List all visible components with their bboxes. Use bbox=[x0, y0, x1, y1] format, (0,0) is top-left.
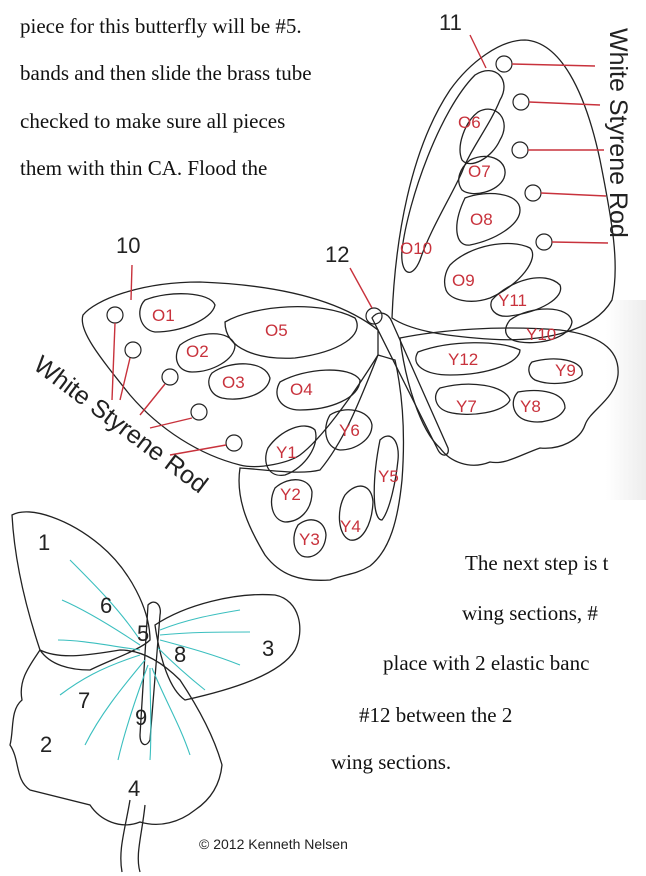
label-y7: Y7 bbox=[456, 397, 477, 416]
label-y4: Y4 bbox=[340, 517, 361, 536]
small-num-2: 2 bbox=[40, 732, 52, 757]
label-y6: Y6 bbox=[339, 421, 360, 440]
small-num-8: 8 bbox=[174, 642, 186, 667]
small-num-4: 4 bbox=[128, 776, 140, 801]
small-num-6: 6 bbox=[100, 593, 112, 618]
small-num-3: 3 bbox=[262, 636, 274, 661]
label-y11: Y11 bbox=[498, 291, 527, 310]
label-o9: O9 bbox=[452, 271, 475, 290]
label-o7: O7 bbox=[468, 162, 491, 181]
rod-label-top-right: White Styrene Rod bbox=[604, 28, 632, 238]
large-butterfly-body bbox=[372, 313, 448, 455]
callout-10: 10 bbox=[116, 233, 140, 258]
label-o3: O3 bbox=[222, 373, 245, 392]
label-o2: O2 bbox=[186, 342, 209, 361]
label-o1: O1 bbox=[152, 306, 175, 325]
small-num-5: 5 bbox=[137, 621, 149, 646]
label-o6: O6 bbox=[458, 113, 481, 132]
rod-label-left: White Styrene Rod bbox=[28, 350, 212, 499]
label-y1: Y1 bbox=[276, 443, 297, 462]
label-y12: Y12 bbox=[448, 350, 478, 369]
label-o10: O10 bbox=[400, 239, 432, 258]
label-y10: Y10 bbox=[526, 325, 556, 344]
small-num-7: 7 bbox=[78, 688, 90, 713]
small-num-1: 1 bbox=[38, 530, 50, 555]
label-o4: O4 bbox=[290, 380, 313, 399]
label-y8: Y8 bbox=[520, 397, 541, 416]
label-o5: O5 bbox=[265, 321, 288, 340]
label-y9: Y9 bbox=[555, 361, 576, 380]
small-num-9: 9 bbox=[135, 705, 147, 730]
callout-11: 11 bbox=[439, 10, 462, 35]
label-y2: Y2 bbox=[280, 485, 301, 504]
copyright-notice: © 2012 Kenneth Nelsen bbox=[199, 836, 348, 852]
label-y3: Y3 bbox=[299, 530, 320, 549]
rod-pointer-lines bbox=[112, 35, 608, 455]
small-butterfly bbox=[10, 512, 300, 872]
label-o8: O8 bbox=[470, 210, 493, 229]
label-y5: Y5 bbox=[378, 467, 399, 486]
callout-12: 12 bbox=[325, 242, 349, 267]
